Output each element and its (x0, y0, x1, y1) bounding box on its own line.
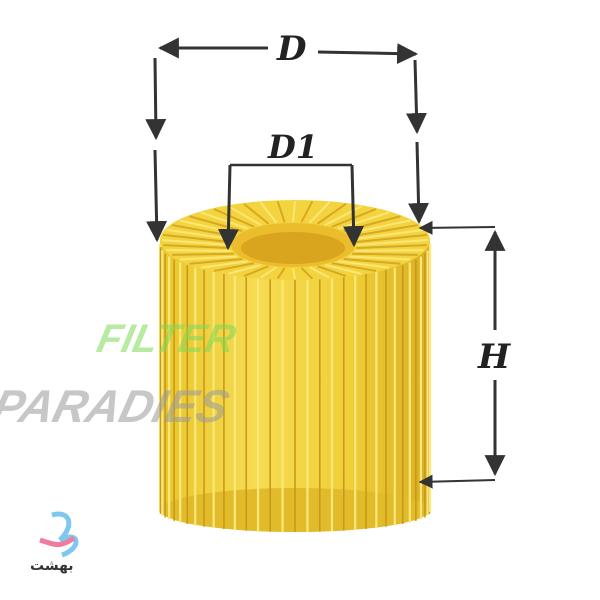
top-pleat-line (300, 200, 314, 223)
d1-left-arrow (217, 164, 239, 251)
top-pleat-line (161, 239, 230, 246)
d1-right-arrow (343, 164, 365, 248)
top-pleat-line (331, 262, 377, 272)
height-dimension: H (418, 220, 512, 489)
filter-pleats (158, 244, 432, 532)
top-pleat-line (356, 244, 427, 250)
d-right-arrow-top (405, 59, 427, 135)
top-pleat-line (343, 258, 401, 265)
h-top-guide (418, 220, 496, 235)
top-pleat-line (300, 267, 314, 280)
top-pleat-line (228, 263, 262, 275)
top-pleat-line (260, 266, 277, 279)
logo-swoosh-pink (39, 535, 76, 548)
d-label: D (276, 29, 307, 69)
top-pleat-line (348, 255, 411, 261)
top-pleat-line (354, 228, 424, 241)
top-pleat-line (276, 267, 286, 280)
top-pleat-line (200, 260, 248, 269)
d-left-arrow-bottom (146, 149, 168, 243)
top-pleat-line (324, 263, 362, 275)
inner-diameter-dimension: D1 (217, 128, 365, 251)
top-pleat-line (166, 249, 232, 252)
filter-inner-shadow (241, 232, 345, 264)
top-pleat-line (227, 205, 262, 226)
top-pleat-line (309, 266, 330, 279)
top-pleat-line (354, 249, 424, 252)
logo-swoosh-blue (51, 511, 79, 558)
top-pleat-line (259, 201, 278, 224)
top-pleat-line (213, 262, 255, 272)
top-pleat-line (172, 252, 234, 256)
d-left-arrow-top (145, 57, 167, 141)
top-pleat-line (189, 215, 243, 232)
top-pleat-line (324, 205, 362, 226)
top-pleat-line (292, 267, 296, 280)
d1-label: D1 (267, 128, 318, 166)
top-pleat-line (243, 265, 269, 277)
top-pleat-line (276, 201, 286, 223)
top-pleat-line (316, 203, 347, 225)
d-arrow-right (317, 43, 419, 65)
top-pleat-line (292, 200, 296, 223)
d-right-arrow-bottom (408, 141, 430, 225)
watermark-line1: FILTER (93, 315, 240, 360)
top-pleat-line (179, 255, 238, 261)
watermark: FILTER PARADIES (0, 315, 240, 431)
top-pleat-line (338, 260, 390, 269)
logo-text: بهشت (30, 558, 74, 574)
top-pleat-line (189, 258, 243, 265)
top-pleat-line (356, 233, 427, 243)
top-pleat-line (352, 252, 418, 256)
top-pleat-line (213, 208, 255, 228)
h-bottom-guide (418, 474, 496, 489)
watermark-line2: PARADIES (0, 381, 234, 432)
top-pleat-line (200, 211, 249, 230)
oil-filter-element (158, 200, 432, 532)
top-pleat-line (356, 239, 429, 246)
brand-logo: بهشت (30, 511, 79, 574)
top-pleat-line (308, 201, 331, 224)
outer-diameter-dimension: D (145, 29, 430, 243)
h-label: H (477, 337, 512, 377)
top-pleat-line (243, 203, 270, 225)
top-pleat-line (317, 265, 347, 277)
